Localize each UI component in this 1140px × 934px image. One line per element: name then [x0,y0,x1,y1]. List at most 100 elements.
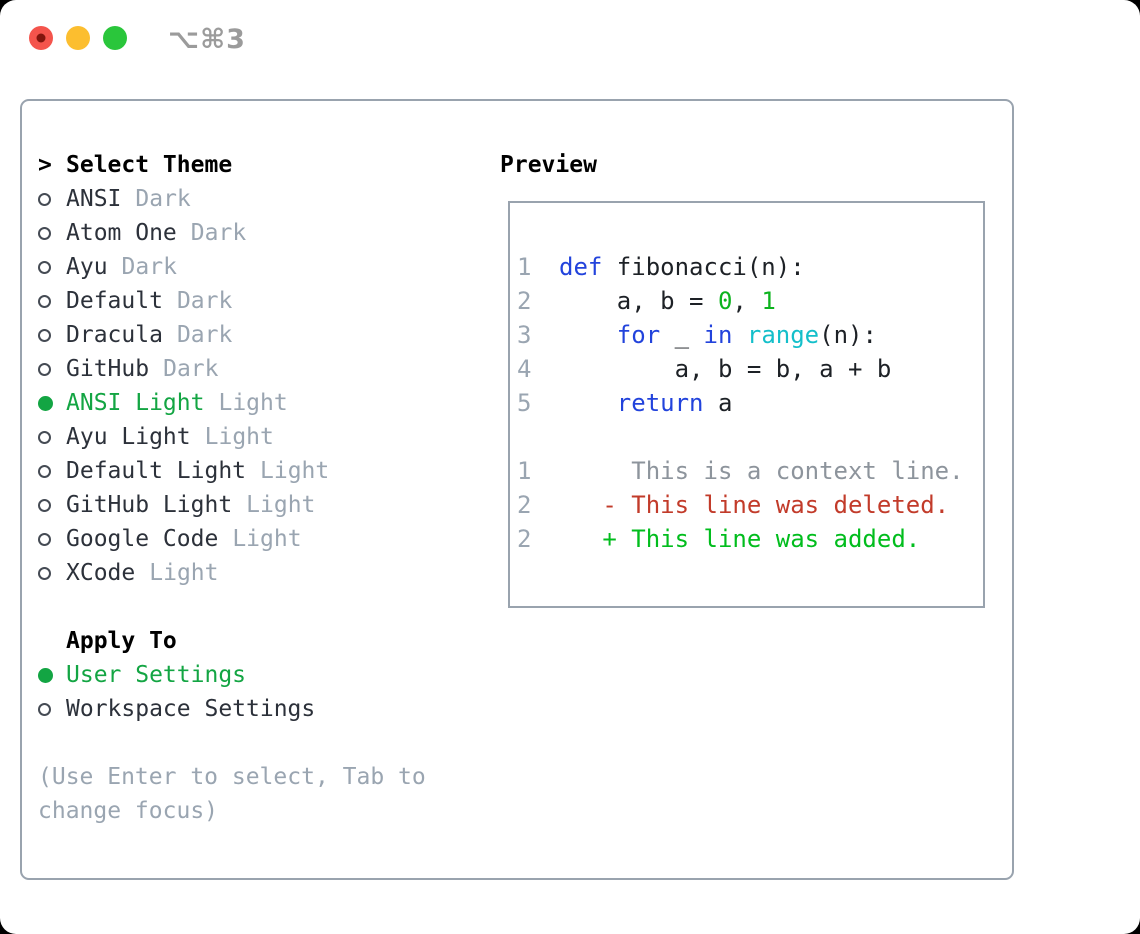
select-theme-title: Select Theme [66,152,233,178]
diff-context-line: 1 This is a context line. [517,454,976,488]
theme-variant: Light [149,560,219,586]
radio-unselected-icon [38,294,51,308]
apply-to-title: Apply To [66,628,177,654]
code-token [559,389,617,417]
minimize-button[interactable] [66,26,90,50]
theme-variant: Light [260,458,330,484]
theme-name: Atom One [66,220,177,246]
radio-unselected-icon [38,532,51,546]
line-number: 2 [517,287,532,315]
line-number: 3 [517,321,532,349]
hint-line-1: (Use Enter to select, Tab to [38,764,426,790]
close-dot-icon [36,33,46,43]
theme-name: Google Code [66,526,219,552]
zoom-button[interactable] [103,26,127,50]
select-theme-header-row: > Select Theme [38,148,478,182]
code-token [732,321,746,349]
radio-selected-icon [38,667,53,683]
theme-item-default-dark[interactable]: Default Dark [38,284,478,318]
close-button[interactable] [29,26,53,50]
theme-item-atom-one-dark[interactable]: Atom One Dark [38,216,478,250]
theme-item-dracula-dark[interactable]: Dracula Dark [38,318,478,352]
theme-variant: Light [218,390,288,416]
hint-line-2: change focus) [38,798,219,824]
theme-variant: Dark [163,356,219,382]
theme-name: GitHub [66,356,150,382]
code-token: , [732,287,762,315]
theme-item-google-code-light[interactable]: Google Code Light [38,522,478,556]
code-token: (n): [819,321,877,349]
code-token: 0 [717,287,733,315]
theme-name: XCode [66,560,136,586]
line-number: 2 [517,525,532,553]
code-line: 3 for _ in range (n): [517,318,976,352]
theme-item-ansi-dark[interactable]: ANSI Dark [38,182,478,216]
code-token: _ [660,321,704,349]
code-line: 5 return a [517,386,976,420]
radio-unselected-icon [38,260,51,274]
radio-unselected-icon [38,430,51,444]
diff-deleted-line: 2 - This line was deleted. [517,488,976,522]
theme-variant: Dark [121,254,177,280]
diff-text: This is a context line. [559,457,964,485]
code-token: a [703,389,733,417]
theme-name: Ayu Light [66,424,191,450]
line-number: 5 [517,389,532,417]
code-token: in [703,321,733,349]
theme-item-github-dark[interactable]: GitHub Dark [38,352,478,386]
radio-unselected-icon [38,226,51,240]
keyboard-hint: (Use Enter to select, Tab to change focu… [38,760,478,828]
line-number: 1 [517,253,532,281]
radio-selected-icon [38,395,53,411]
diff-text: + This line was added. [559,525,921,553]
radio-unselected-icon [38,192,51,206]
apply-option: Workspace Settings [66,696,316,722]
code-token: for [616,321,661,349]
theme-name: ANSI [66,186,122,212]
code-token: a, b = [559,287,718,315]
preview-title: Preview [500,152,597,178]
theme-variant: Dark [176,288,233,314]
theme-item-ansi-light[interactable]: ANSI Light Light [38,386,478,420]
theme-item-github-light[interactable]: GitHub Light Light [38,488,478,522]
preview-pane: Preview 1 def fibonacci(n): 2 a, b = 0 ,… [500,148,985,608]
line-number: 2 [517,491,532,519]
theme-name: Default Light [66,458,247,484]
theme-item-default-light[interactable]: Default Light Light [38,454,478,488]
diff-added-line: 2 + This line was added. [517,522,976,556]
radio-unselected-icon [38,498,51,512]
traffic-lights [29,26,127,50]
code-token [559,321,617,349]
code-token: fibonacci(n): [602,253,805,281]
code-token: range [746,321,820,349]
apply-item-workspace-settings[interactable]: Workspace Settings [38,692,478,726]
radio-unselected-icon [38,566,51,580]
theme-item-ayu-light[interactable]: Ayu Light Light [38,420,478,454]
code-token: a, b = b, a + b [559,355,892,383]
apply-to-header-row: Apply To [38,624,478,658]
diff-text: - This line was deleted. [559,491,950,519]
theme-selector: > Select Theme ANSI Dark Atom One Dark A… [38,148,478,828]
theme-name-selected: ANSI Light [66,390,205,416]
title-bar: ⌥⌘3 [0,0,1140,75]
theme-name: Default [66,288,163,314]
code-line: 4 a, b = b, a + b [517,352,976,386]
code-token: def [559,253,603,281]
theme-variant: Light [246,492,316,518]
code-token: return [616,389,704,417]
apply-item-user-settings[interactable]: User Settings [38,658,478,692]
radio-unselected-icon [38,362,51,376]
radio-unselected-icon [38,328,51,342]
code-preview-box: 1 def fibonacci(n): 2 a, b = 0 , 1 3 for [508,201,985,608]
theme-variant: Light [232,526,302,552]
prompt-icon: > [38,152,52,178]
window-title: ⌥⌘3 [168,24,246,55]
diff-preview: 1 This is a context line. 2 - This line … [517,454,976,556]
theme-item-ayu-dark[interactable]: Ayu Dark [38,250,478,284]
theme-name: Dracula [66,322,163,348]
main-panel: > Select Theme ANSI Dark Atom One Dark A… [20,99,1014,880]
theme-item-xcode-light[interactable]: XCode Light [38,556,478,590]
code-token: 1 [761,287,776,315]
theme-name: GitHub Light [66,492,233,518]
code-line: 2 a, b = 0 , 1 [517,284,976,318]
